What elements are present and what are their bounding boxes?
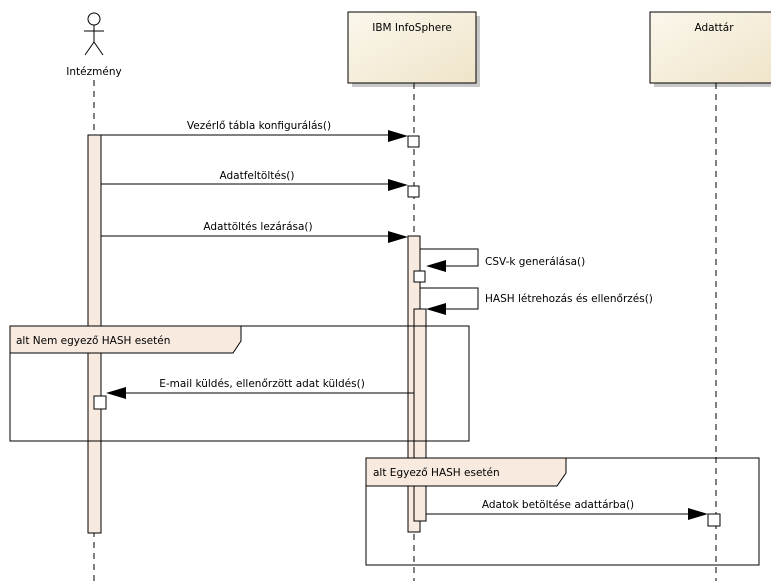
- arrowhead-icon: [388, 130, 408, 142]
- actor-label: Intézmény: [66, 66, 121, 78]
- arrowhead-icon: [388, 231, 408, 243]
- exec-box-4: [93, 395, 107, 410]
- alt-fragment-egyezo: alt Egyező HASH esetén: [365, 457, 760, 566]
- message-label: Adatfeltöltés(): [220, 170, 295, 182]
- fragment-label: alt Nem egyező HASH esetén: [16, 335, 170, 347]
- message-csv-generalasa[interactable]: CSV-k generálása(): [420, 248, 585, 272]
- message-adatfeltoltes[interactable]: Adatfeltöltés(): [101, 170, 408, 191]
- participant-label-system: IBM InfoSphere: [372, 22, 452, 34]
- message-hash-letrehozas[interactable]: HASH létrehozás és ellenőrzés(): [420, 287, 653, 315]
- actor-intezmeny[interactable]: Intézmény: [66, 12, 122, 78]
- participant-adattar[interactable]: Adattár: [649, 11, 771, 87]
- arrowhead-icon: [106, 387, 126, 399]
- message-vezerlo-tabla[interactable]: Vezérlő tábla konfigurálás(): [101, 120, 408, 142]
- exec-box-1: [407, 135, 420, 148]
- fragment-tab: [365, 457, 567, 487]
- participant-label-store: Adattár: [694, 22, 734, 34]
- alt-fragment-nem-egyezo: alt Nem egyező HASH esetén: [9, 325, 470, 442]
- arrowhead-icon: [426, 260, 446, 272]
- arrowhead-icon: [388, 179, 408, 191]
- message-label: CSV-k generálása(): [485, 256, 585, 268]
- message-label: E-mail küldés, ellenőrzött adat küldés(): [159, 378, 365, 390]
- message-label: Adattöltés lezárása(): [203, 221, 312, 233]
- message-adattoltes-lezarasa[interactable]: Adattöltés lezárása(): [101, 221, 408, 243]
- message-email-kuldes[interactable]: E-mail küldés, ellenőrzött adat küldés(): [106, 378, 414, 399]
- exec-box-3: [413, 270, 426, 283]
- participant-ibm-infosphere[interactable]: IBM InfoSphere: [347, 11, 480, 87]
- actor-icon: [84, 12, 104, 56]
- fragment-label: alt Egyező HASH esetén: [373, 467, 500, 479]
- exec-box-5: [707, 513, 721, 527]
- message-label: Adatok betöltése adattárba(): [482, 499, 634, 511]
- activation-system-nested: [413, 308, 427, 522]
- exec-box-2: [407, 185, 420, 198]
- message-label: HASH létrehozás és ellenőrzés(): [485, 293, 653, 305]
- arrowhead-icon: [688, 508, 708, 520]
- message-adatok-betoltese[interactable]: Adatok betöltése adattárba(): [426, 499, 708, 520]
- fragment-tab: [9, 325, 242, 354]
- arrowhead-icon: [426, 303, 446, 315]
- message-label: Vezérlő tábla konfigurálás(): [187, 120, 331, 132]
